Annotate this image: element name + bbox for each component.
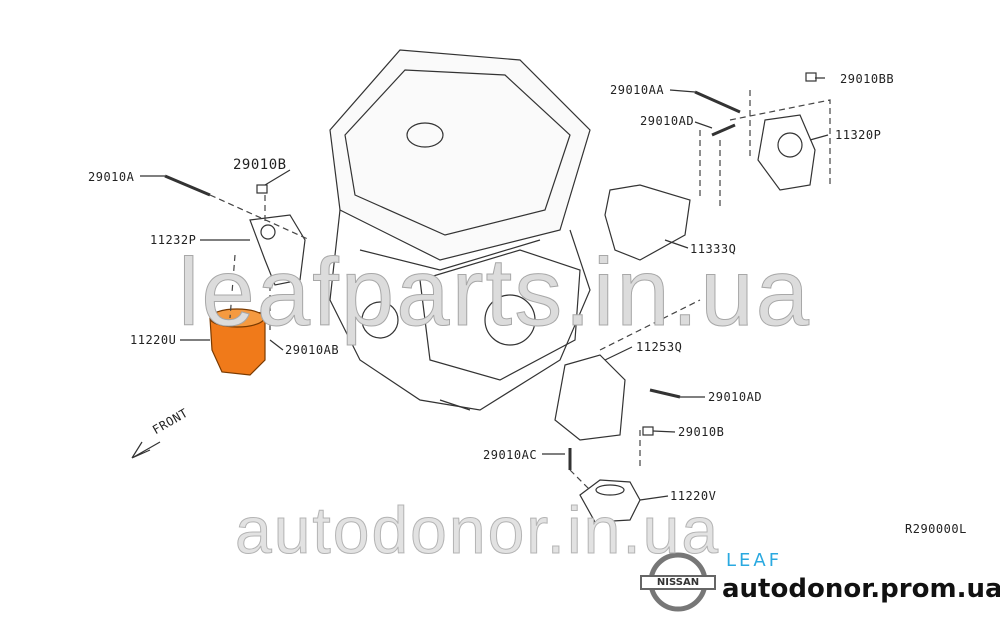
label-29010A: 29010A bbox=[88, 170, 135, 184]
label-29010AD-top: 29010AD bbox=[640, 114, 695, 128]
label-11320P: 11320P bbox=[835, 128, 882, 142]
label-11232P: 11232P bbox=[150, 233, 197, 247]
mount-11220U-highlighted bbox=[209, 308, 266, 376]
nissan-logo: NISSAN bbox=[640, 553, 716, 613]
mount-11320P bbox=[757, 114, 816, 191]
bracket-11232P bbox=[249, 214, 306, 286]
watermark-autodonor: autodonor.in.ua bbox=[234, 493, 721, 568]
label-29010B-top: 29010B bbox=[233, 157, 287, 173]
watermark-leafparts: leafparts.in.ua bbox=[177, 239, 812, 347]
leaf-model-label: LEAF bbox=[726, 550, 783, 571]
label-29010AA: 29010AA bbox=[610, 83, 665, 97]
bracket-11253Q bbox=[554, 354, 626, 441]
label-29010AB: 29010AB bbox=[285, 343, 340, 357]
bracket-11333Q bbox=[604, 184, 691, 261]
label-11253Q: 11253Q bbox=[636, 340, 683, 354]
front-arrow-icon bbox=[131, 441, 161, 459]
label-11333Q: 11333Q bbox=[690, 242, 737, 256]
engine-illustration bbox=[329, 49, 591, 411]
diagram-id: R290000L bbox=[905, 522, 967, 536]
label-11220U: 11220U bbox=[130, 333, 177, 347]
label-11220V: 11220V bbox=[670, 489, 717, 503]
site-url: autodonor.prom.ua bbox=[722, 574, 1000, 604]
nissan-logo-text: NISSAN bbox=[640, 575, 716, 590]
label-29010B-bottom: 29010B bbox=[678, 425, 725, 439]
label-29010AD-bottom: 29010AD bbox=[708, 390, 763, 404]
label-29010AC: 29010AC bbox=[483, 448, 538, 462]
label-29010BB: 29010BB bbox=[840, 72, 895, 86]
